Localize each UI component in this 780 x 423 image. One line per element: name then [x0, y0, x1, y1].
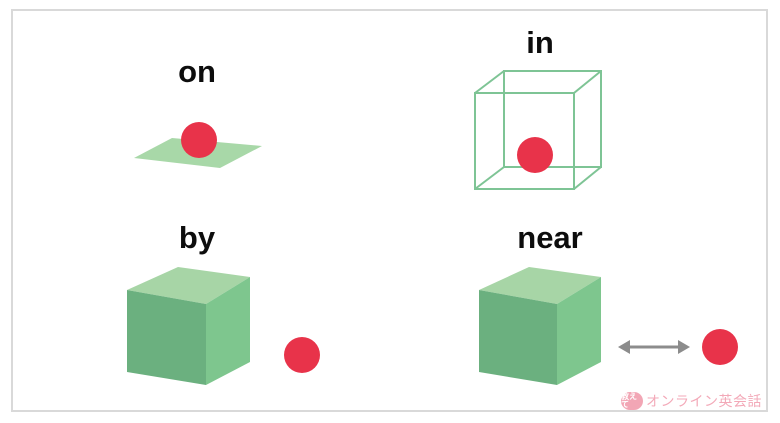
on-ball [181, 122, 217, 158]
in-box-edge [573, 166, 602, 190]
near-cube-top [479, 267, 601, 304]
brand-badge: 教えて [621, 392, 643, 410]
in-box-edge [573, 70, 602, 94]
on-illustration [134, 122, 262, 168]
near-ball [702, 329, 738, 365]
in-box-edge [474, 166, 505, 190]
by-cube-front [127, 290, 206, 385]
by-ball [284, 337, 320, 373]
in-ball [517, 137, 553, 173]
near-illustration [479, 267, 738, 385]
brand-text: オンライン英会話 [646, 394, 762, 410]
label-near: near [517, 220, 583, 255]
by-cube-top [127, 267, 250, 304]
by-illustration [127, 267, 320, 385]
double-arrow-icon [618, 340, 690, 354]
near-cube-side [557, 277, 601, 385]
by-cube-side [206, 277, 250, 385]
label-in: in [526, 25, 554, 60]
near-cube-front [479, 290, 557, 385]
in-illustration [474, 70, 602, 190]
label-by: by [178, 220, 216, 255]
label-on: on [178, 54, 216, 89]
brand-watermark: 教えて オンライン英会話 [621, 391, 762, 411]
in-box-edge [474, 70, 505, 94]
